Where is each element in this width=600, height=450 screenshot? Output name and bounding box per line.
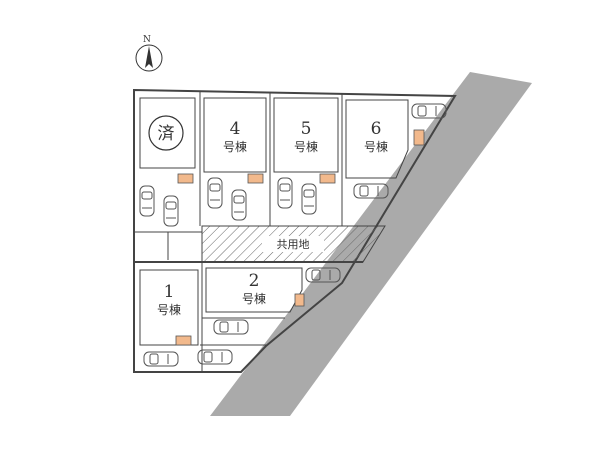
common-area-label: 共用地	[277, 238, 310, 251]
sold-mark: 済	[158, 124, 175, 144]
lot-6-house	[345, 99, 409, 179]
lot-1-label: 号棟	[157, 302, 181, 317]
north-arrow-icon: N	[135, 35, 163, 72]
site-boundary	[133, 88, 457, 373]
lot-4-label: 号棟	[223, 139, 247, 154]
lot-1-house	[139, 269, 199, 346]
lot-1-number: 1	[164, 282, 175, 302]
lot-2-number: 2	[249, 271, 260, 291]
meter-box-group	[175, 129, 425, 346]
lot-5-number: 5	[301, 119, 312, 139]
compass-label: N	[143, 35, 151, 45]
sold-mark-circle	[148, 115, 184, 151]
lot-6-label: 号棟	[364, 139, 388, 154]
lot-5-label: 号棟	[294, 139, 318, 154]
lot-2-label: 号棟	[242, 291, 266, 306]
lot-5-house	[273, 97, 339, 173]
lot-4-house	[203, 97, 267, 173]
lot-sold-house	[139, 97, 196, 169]
lot-6-number: 6	[371, 119, 382, 139]
lot-4-number: 4	[230, 119, 241, 139]
